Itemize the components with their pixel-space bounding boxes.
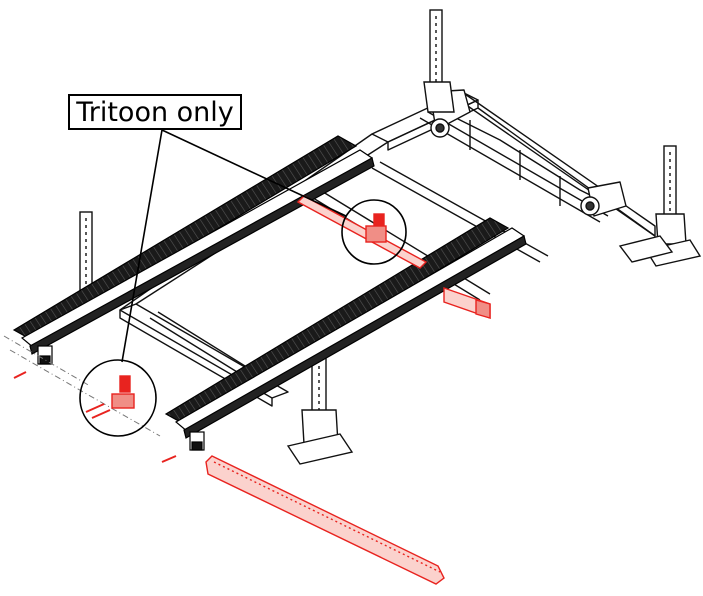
bunk-left xyxy=(12,135,375,365)
post-rear-left xyxy=(423,9,455,113)
callout-leader-rear xyxy=(161,129,347,217)
post-front-right xyxy=(286,345,354,465)
callout-box: Tritoon only xyxy=(68,94,242,130)
red-arrow-2 xyxy=(161,455,177,463)
callout-graphics xyxy=(79,129,407,437)
callout-leader-front xyxy=(121,129,163,363)
red-arrow-3 xyxy=(85,403,111,419)
tritoon-long-tube xyxy=(205,455,445,585)
bunk-right xyxy=(164,217,527,451)
red-arrow-1 xyxy=(13,371,27,379)
callout-circle-front xyxy=(79,359,157,437)
bunks xyxy=(12,135,527,451)
callout-circle-rear xyxy=(341,199,407,265)
frame-right-rail xyxy=(461,91,656,237)
tritoon-bracket-rear xyxy=(365,213,387,243)
tritoon-parts xyxy=(13,195,491,585)
alignment-lines xyxy=(3,335,161,437)
post-rear-right xyxy=(644,145,702,267)
lift-posts xyxy=(79,9,702,465)
frame-front-rail xyxy=(119,303,289,399)
callout-label: Tritoon only xyxy=(76,96,234,128)
tritoon-bracket-front xyxy=(111,375,135,409)
tritoon-cross-tube-rear xyxy=(296,195,428,269)
frame-cross-member-3 xyxy=(149,311,259,381)
